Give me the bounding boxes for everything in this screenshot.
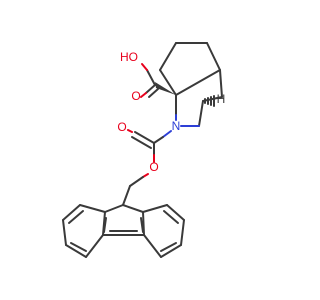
fluorenyl-group [62,204,185,258]
bond-acid-oh-red [141,63,148,71]
bond-ring-left [159,69,177,96]
carboxylic-acid-group: HO O [120,50,159,103]
bond-carbonyl-o-double [131,136,152,149]
bond-rb-4 [160,244,182,258]
bond-lb-4 [65,244,87,258]
bond-acid-c-oh [146,69,156,86]
hydroxyl-label: HO [120,50,138,64]
bond-rb-inner-1 [163,210,179,224]
bond-c9-left [104,204,124,213]
carbamate-group: O O [117,120,172,206]
bond-lb-2 [62,204,81,221]
bond-acid-c-o-double [148,88,159,98]
bond-carbonyl-o [134,131,155,144]
bond-lb-5 [85,234,104,258]
bond-ester-ch2 [129,176,144,187]
carbamate-carbonyl-oxygen-label: O [117,120,126,134]
bond-ch2-down [198,100,204,127]
bond-lb-1 [79,204,106,213]
bicyclic-core [159,42,223,127]
wedge-bond-acid [155,82,176,95]
nitrogen-label: N [172,119,181,133]
bond-ring-upper-right [206,42,221,71]
bond-lb-inner-3 [103,217,107,233]
molecule-drawing: HO O H N O O [62,42,226,258]
bond-rb-inner-3 [140,217,144,233]
bond-c9-right [122,204,144,213]
bond-bridge-right [219,69,223,98]
stereo-hydrogen-label: H [217,92,226,106]
bond-acid-c-o [145,84,156,94]
bond-ch2-fluorenyl [122,185,131,206]
bond-bridge-diagonal [175,69,221,96]
stereo-hash-bond [204,95,215,107]
bond-bridgehead [202,96,223,102]
bond-lb-inner-2 [70,242,87,252]
bond-rb-inner-2 [160,242,177,252]
bond-rb-5 [143,234,162,258]
acid-carbonyl-oxygen-label: O [131,89,140,103]
bond-rb-2 [166,204,185,221]
bond-rb-3 [180,219,185,246]
bond-ring-upper-left [159,42,177,71]
ester-oxygen-label: O [149,160,158,174]
structure-canvas: HO O H N O O [62,42,226,258]
bond-carbonyl-o-red [127,129,133,133]
bond-n-carbonyl-blue [162,130,172,138]
bond-lb-3 [62,219,67,246]
bond-rb-1 [142,204,168,213]
bond-n-carbonyl [153,136,164,144]
bond-acid-o-red [140,92,147,98]
bond-lb-inner-1 [68,210,84,224]
